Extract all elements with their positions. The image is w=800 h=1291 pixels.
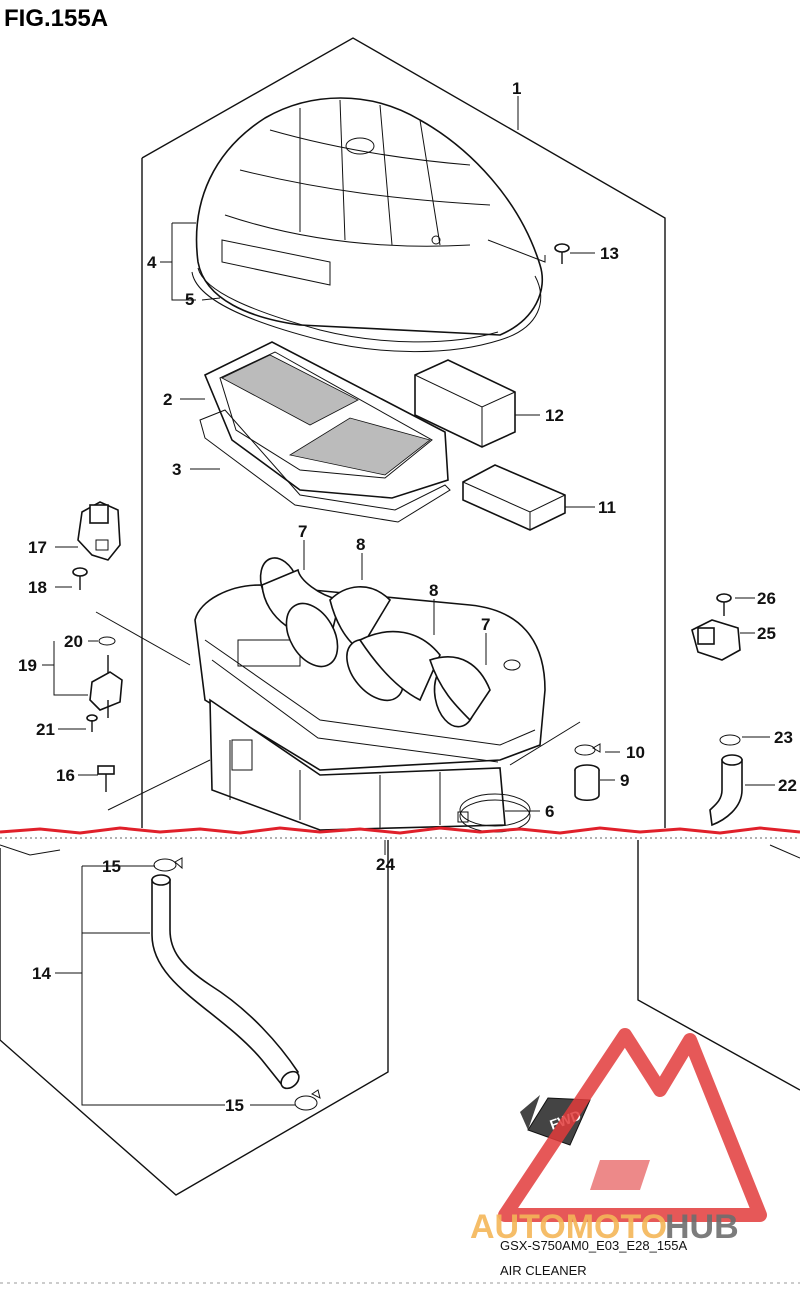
callout-15-top: 15 bbox=[102, 857, 121, 876]
velocity-stacks bbox=[259, 557, 521, 728]
watermark-logo: AUTOMOTO HUB bbox=[470, 1028, 767, 1246]
drain-plug bbox=[574, 764, 600, 802]
callout-26: 26 bbox=[757, 589, 776, 608]
sensor-25 bbox=[691, 619, 741, 661]
callout-7-right: 7 bbox=[481, 615, 490, 634]
clip-10 bbox=[574, 743, 601, 756]
callout-14: 14 bbox=[32, 964, 51, 983]
hose-22 bbox=[709, 754, 743, 827]
sensor-17 bbox=[77, 501, 121, 561]
callout-22: 22 bbox=[778, 776, 797, 795]
callout-18: 18 bbox=[28, 578, 47, 597]
section-name: AIR CLEANER bbox=[500, 1263, 587, 1278]
breather-hose bbox=[151, 874, 300, 1090]
callout-1: 1 bbox=[512, 79, 521, 98]
callout-21: 21 bbox=[36, 720, 55, 739]
callout-9: 9 bbox=[620, 771, 629, 790]
lid-gasket bbox=[191, 271, 542, 353]
screw-21 bbox=[86, 714, 98, 732]
callout-4: 4 bbox=[147, 253, 157, 272]
bolt-16 bbox=[97, 765, 115, 792]
foam-block-11 bbox=[462, 464, 566, 531]
assembly-outline bbox=[0, 37, 800, 1196]
callout-5: 5 bbox=[185, 290, 194, 309]
callout-2: 2 bbox=[163, 390, 172, 409]
screw-18 bbox=[72, 567, 88, 590]
model-code: GSX-S750AM0_E03_E28_155A bbox=[500, 1238, 688, 1253]
foam-block-12 bbox=[414, 359, 516, 448]
clip-15-bottom bbox=[294, 1089, 321, 1111]
valve-19 bbox=[89, 636, 123, 718]
clip-23 bbox=[719, 734, 741, 746]
callout-16: 16 bbox=[56, 766, 75, 785]
callout-20: 20 bbox=[64, 632, 83, 651]
callout-6: 6 bbox=[545, 802, 554, 821]
callout-23: 23 bbox=[774, 728, 793, 747]
callout-19: 19 bbox=[18, 656, 37, 675]
air-cleaner-lid bbox=[195, 97, 544, 336]
watermark-text-part1: AUTOMOTO bbox=[470, 1208, 667, 1246]
callout-leaders bbox=[42, 96, 775, 1106]
callout-15-bottom: 15 bbox=[225, 1096, 244, 1115]
callout-13: 13 bbox=[600, 244, 619, 263]
callout-17: 17 bbox=[28, 538, 47, 557]
figure-title: FIG.155A bbox=[4, 5, 108, 32]
callout-12: 12 bbox=[545, 406, 564, 425]
callout-25: 25 bbox=[757, 624, 776, 643]
tear-line bbox=[0, 826, 800, 839]
callout-7-left: 7 bbox=[298, 522, 307, 541]
callout-3: 3 bbox=[172, 460, 181, 479]
tear-edge-right bbox=[769, 844, 800, 859]
clip-15-top bbox=[153, 857, 183, 872]
callout-10: 10 bbox=[626, 743, 645, 762]
callout-11: 11 bbox=[598, 498, 616, 517]
callout-8-left: 8 bbox=[356, 535, 365, 554]
callout-8-right: 8 bbox=[429, 581, 438, 600]
screw-13 bbox=[554, 243, 570, 264]
filter-seal bbox=[199, 409, 451, 523]
screw-26 bbox=[716, 593, 732, 616]
tear-edge-left bbox=[0, 844, 61, 856]
watermark-text-part2: HUB bbox=[665, 1208, 739, 1246]
callout-24: 24 bbox=[376, 855, 395, 874]
filter-element bbox=[203, 341, 449, 499]
